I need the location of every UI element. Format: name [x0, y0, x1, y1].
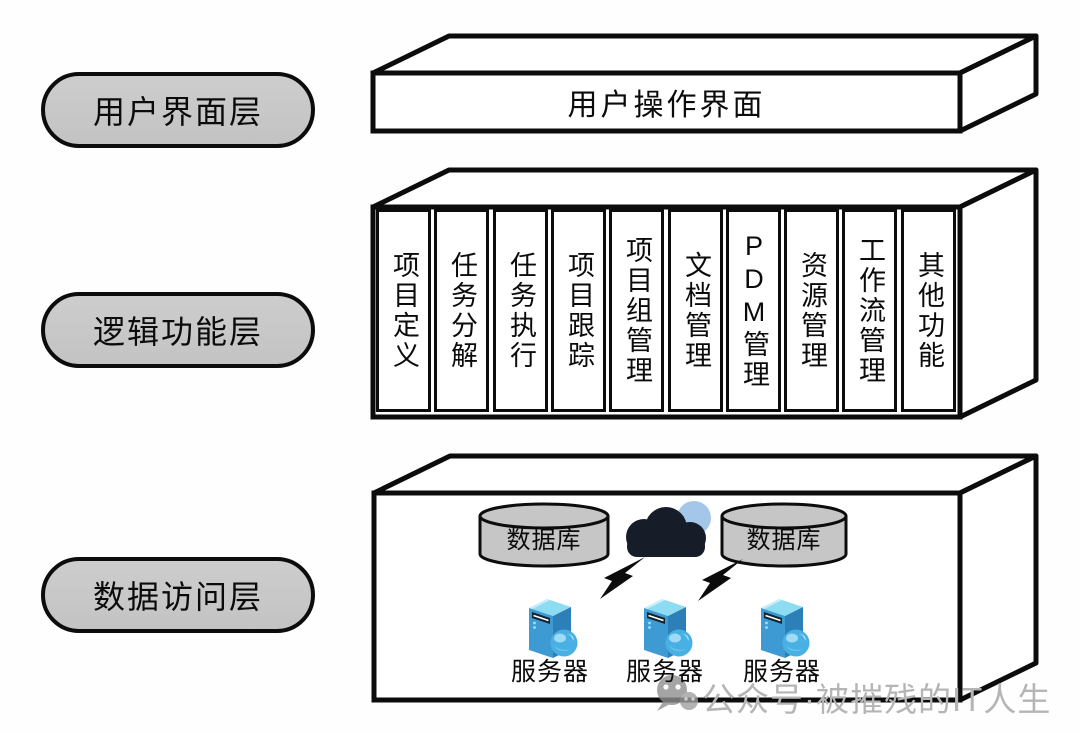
- module-project-group-mgmt: 项目组管理: [609, 209, 664, 412]
- ui-operation-interface-label: 用户操作界面: [373, 74, 960, 130]
- server-label-3: 服务器: [742, 658, 821, 686]
- data-layer-slab: [371, 453, 1039, 703]
- module-project-definition: 项目定义: [376, 209, 431, 412]
- pill-data-layer-label: 数据访问层: [92, 579, 263, 615]
- module-document-mgmt: 文档管理: [668, 209, 723, 412]
- module-pdm-mgmt: PDM管理: [726, 209, 781, 412]
- database-cylinder-icon: [720, 502, 848, 568]
- ui-operation-interface-text: 用户操作界面: [567, 89, 766, 122]
- cloud-icon: [626, 501, 711, 557]
- watermark: 公众号·被摧残的IT人生: [702, 673, 1051, 721]
- server-tower-icon: [760, 598, 811, 659]
- database-label-right: 数据库: [746, 526, 822, 554]
- module-other-functions: 其他功能: [901, 209, 956, 412]
- pill-ui-layer: 用户界面层: [41, 72, 315, 148]
- server-tower-icon: [528, 598, 579, 659]
- server-label-1: 服务器: [510, 658, 589, 686]
- pill-logic-layer: 逻辑功能层: [41, 292, 315, 368]
- lightning-bolt-icon: [698, 559, 743, 601]
- database-cylinder-icon: [478, 502, 610, 568]
- database-label-left: 数据库: [506, 526, 582, 554]
- module-project-tracking: 项目跟踪: [551, 209, 606, 412]
- module-resource-mgmt: 资源管理: [784, 209, 839, 412]
- wechat-icon: [657, 675, 698, 711]
- ui-layer-slab: [370, 33, 1039, 134]
- pill-data-layer: 数据访问层: [41, 557, 315, 633]
- watermark-text: 公众号·被摧残的IT人生: [702, 681, 1052, 718]
- server-tower-icon: [643, 598, 694, 659]
- module-task-execution: 任务执行: [493, 209, 548, 412]
- server-label-2: 服务器: [625, 658, 704, 686]
- pill-ui-layer-label: 用户界面层: [92, 94, 263, 130]
- module-task-decomposition: 任务分解: [434, 209, 489, 412]
- module-workflow-mgmt: 工作流管理: [842, 209, 897, 412]
- lightning-bolt-icon: [600, 557, 645, 599]
- pill-logic-layer-label: 逻辑功能层: [92, 314, 263, 350]
